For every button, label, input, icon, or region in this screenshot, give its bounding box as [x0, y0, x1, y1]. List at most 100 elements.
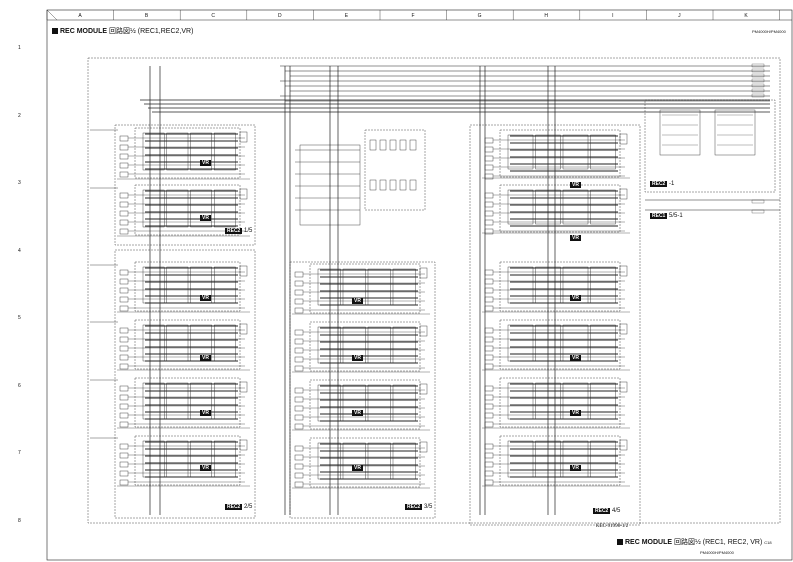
connector — [119, 336, 129, 343]
relay — [619, 265, 628, 277]
connector — [119, 385, 129, 392]
relay — [419, 325, 428, 337]
ic-block — [142, 132, 165, 171]
connector — [484, 137, 494, 144]
connector — [484, 385, 494, 392]
component — [379, 139, 387, 151]
ic-block — [392, 268, 416, 306]
connector — [484, 345, 494, 352]
ic-block — [142, 324, 165, 362]
connector — [294, 454, 304, 461]
channel-frame — [499, 184, 621, 233]
column-label: C — [211, 13, 215, 19]
channel-frame — [134, 319, 241, 370]
page-title: REC MODULE 回路図½ (REC1,REC2,VR) — [52, 26, 193, 36]
connector — [484, 363, 494, 370]
row-label: 4 — [18, 247, 21, 254]
ic-block — [166, 382, 189, 420]
ic-block — [590, 324, 616, 362]
relay — [619, 133, 628, 145]
connector — [484, 201, 494, 208]
ic-block — [562, 440, 589, 478]
relay — [619, 323, 628, 335]
relay — [619, 439, 628, 451]
connector — [484, 192, 494, 199]
connector — [484, 479, 494, 486]
block-label-rec1-5: REC1 5/5-1 — [650, 213, 683, 219]
channel-frame — [499, 435, 621, 486]
connector — [119, 354, 129, 361]
ic-block — [190, 189, 212, 228]
connector — [119, 144, 129, 151]
ic-block — [507, 189, 534, 225]
channel-frame — [134, 127, 241, 179]
connector — [119, 345, 129, 352]
column-label: D — [277, 13, 282, 19]
ic-block — [392, 326, 416, 364]
vr-label: VR — [570, 410, 581, 416]
ic-block — [166, 189, 189, 228]
vr-label: VR — [352, 298, 363, 304]
connector — [294, 405, 304, 412]
ic-block — [142, 382, 165, 420]
connector — [484, 228, 494, 235]
connector — [484, 336, 494, 343]
connector — [119, 296, 129, 303]
ic-block — [166, 266, 189, 304]
connector — [484, 354, 494, 361]
connector — [294, 329, 304, 336]
connector — [294, 396, 304, 403]
connector — [484, 412, 494, 419]
ic-block — [214, 132, 236, 171]
connector-tab — [751, 78, 765, 83]
connector — [484, 210, 494, 217]
connector — [119, 162, 129, 169]
block-label-rec2-3: REC2 3/5 — [405, 504, 433, 510]
row-label: 6 — [18, 382, 21, 389]
footer-title: REC MODULE 回路図½ (REC1, REC2, VR) C18 — [617, 537, 772, 547]
ic-block — [562, 134, 589, 170]
connector — [294, 414, 304, 421]
block-label-rec2-5: REC2 -1 — [650, 181, 675, 187]
ic-block — [507, 266, 534, 304]
wire — [46, 9, 58, 21]
row-label: 5 — [18, 315, 21, 321]
connector — [484, 219, 494, 226]
connector — [119, 394, 129, 401]
connector — [484, 287, 494, 294]
connector — [294, 463, 304, 470]
connector — [119, 412, 129, 419]
connector-tab — [751, 83, 765, 88]
connector — [119, 201, 129, 208]
ic-block — [392, 442, 416, 480]
connector-tab — [751, 88, 765, 93]
connector — [484, 452, 494, 459]
component — [369, 139, 377, 151]
row-label: 3 — [18, 180, 21, 186]
relay — [239, 381, 248, 393]
page-frame — [46, 9, 793, 561]
relay — [619, 188, 628, 200]
connector — [294, 365, 304, 372]
connector — [294, 307, 304, 314]
ic-block — [590, 266, 616, 304]
ic-block — [190, 132, 212, 171]
block-rec2-2 — [114, 249, 256, 519]
channel-frame — [134, 261, 241, 312]
connector — [294, 423, 304, 430]
column-label: B — [144, 13, 149, 19]
channel-frame — [499, 377, 621, 428]
component — [409, 179, 417, 191]
relay — [419, 383, 428, 395]
ic-block — [590, 134, 616, 170]
ic-block — [214, 266, 236, 304]
channel-frame — [134, 377, 241, 428]
block-label-rec2-4: REC2 4/5 — [593, 508, 621, 514]
ic-block — [590, 382, 616, 420]
connector — [484, 269, 494, 276]
block-rec2-1 — [114, 124, 256, 246]
column-label: F — [411, 13, 415, 19]
ic-block — [590, 440, 616, 478]
block-label-rec2-1: REC2 1/5 — [225, 228, 253, 234]
connector — [119, 421, 129, 428]
